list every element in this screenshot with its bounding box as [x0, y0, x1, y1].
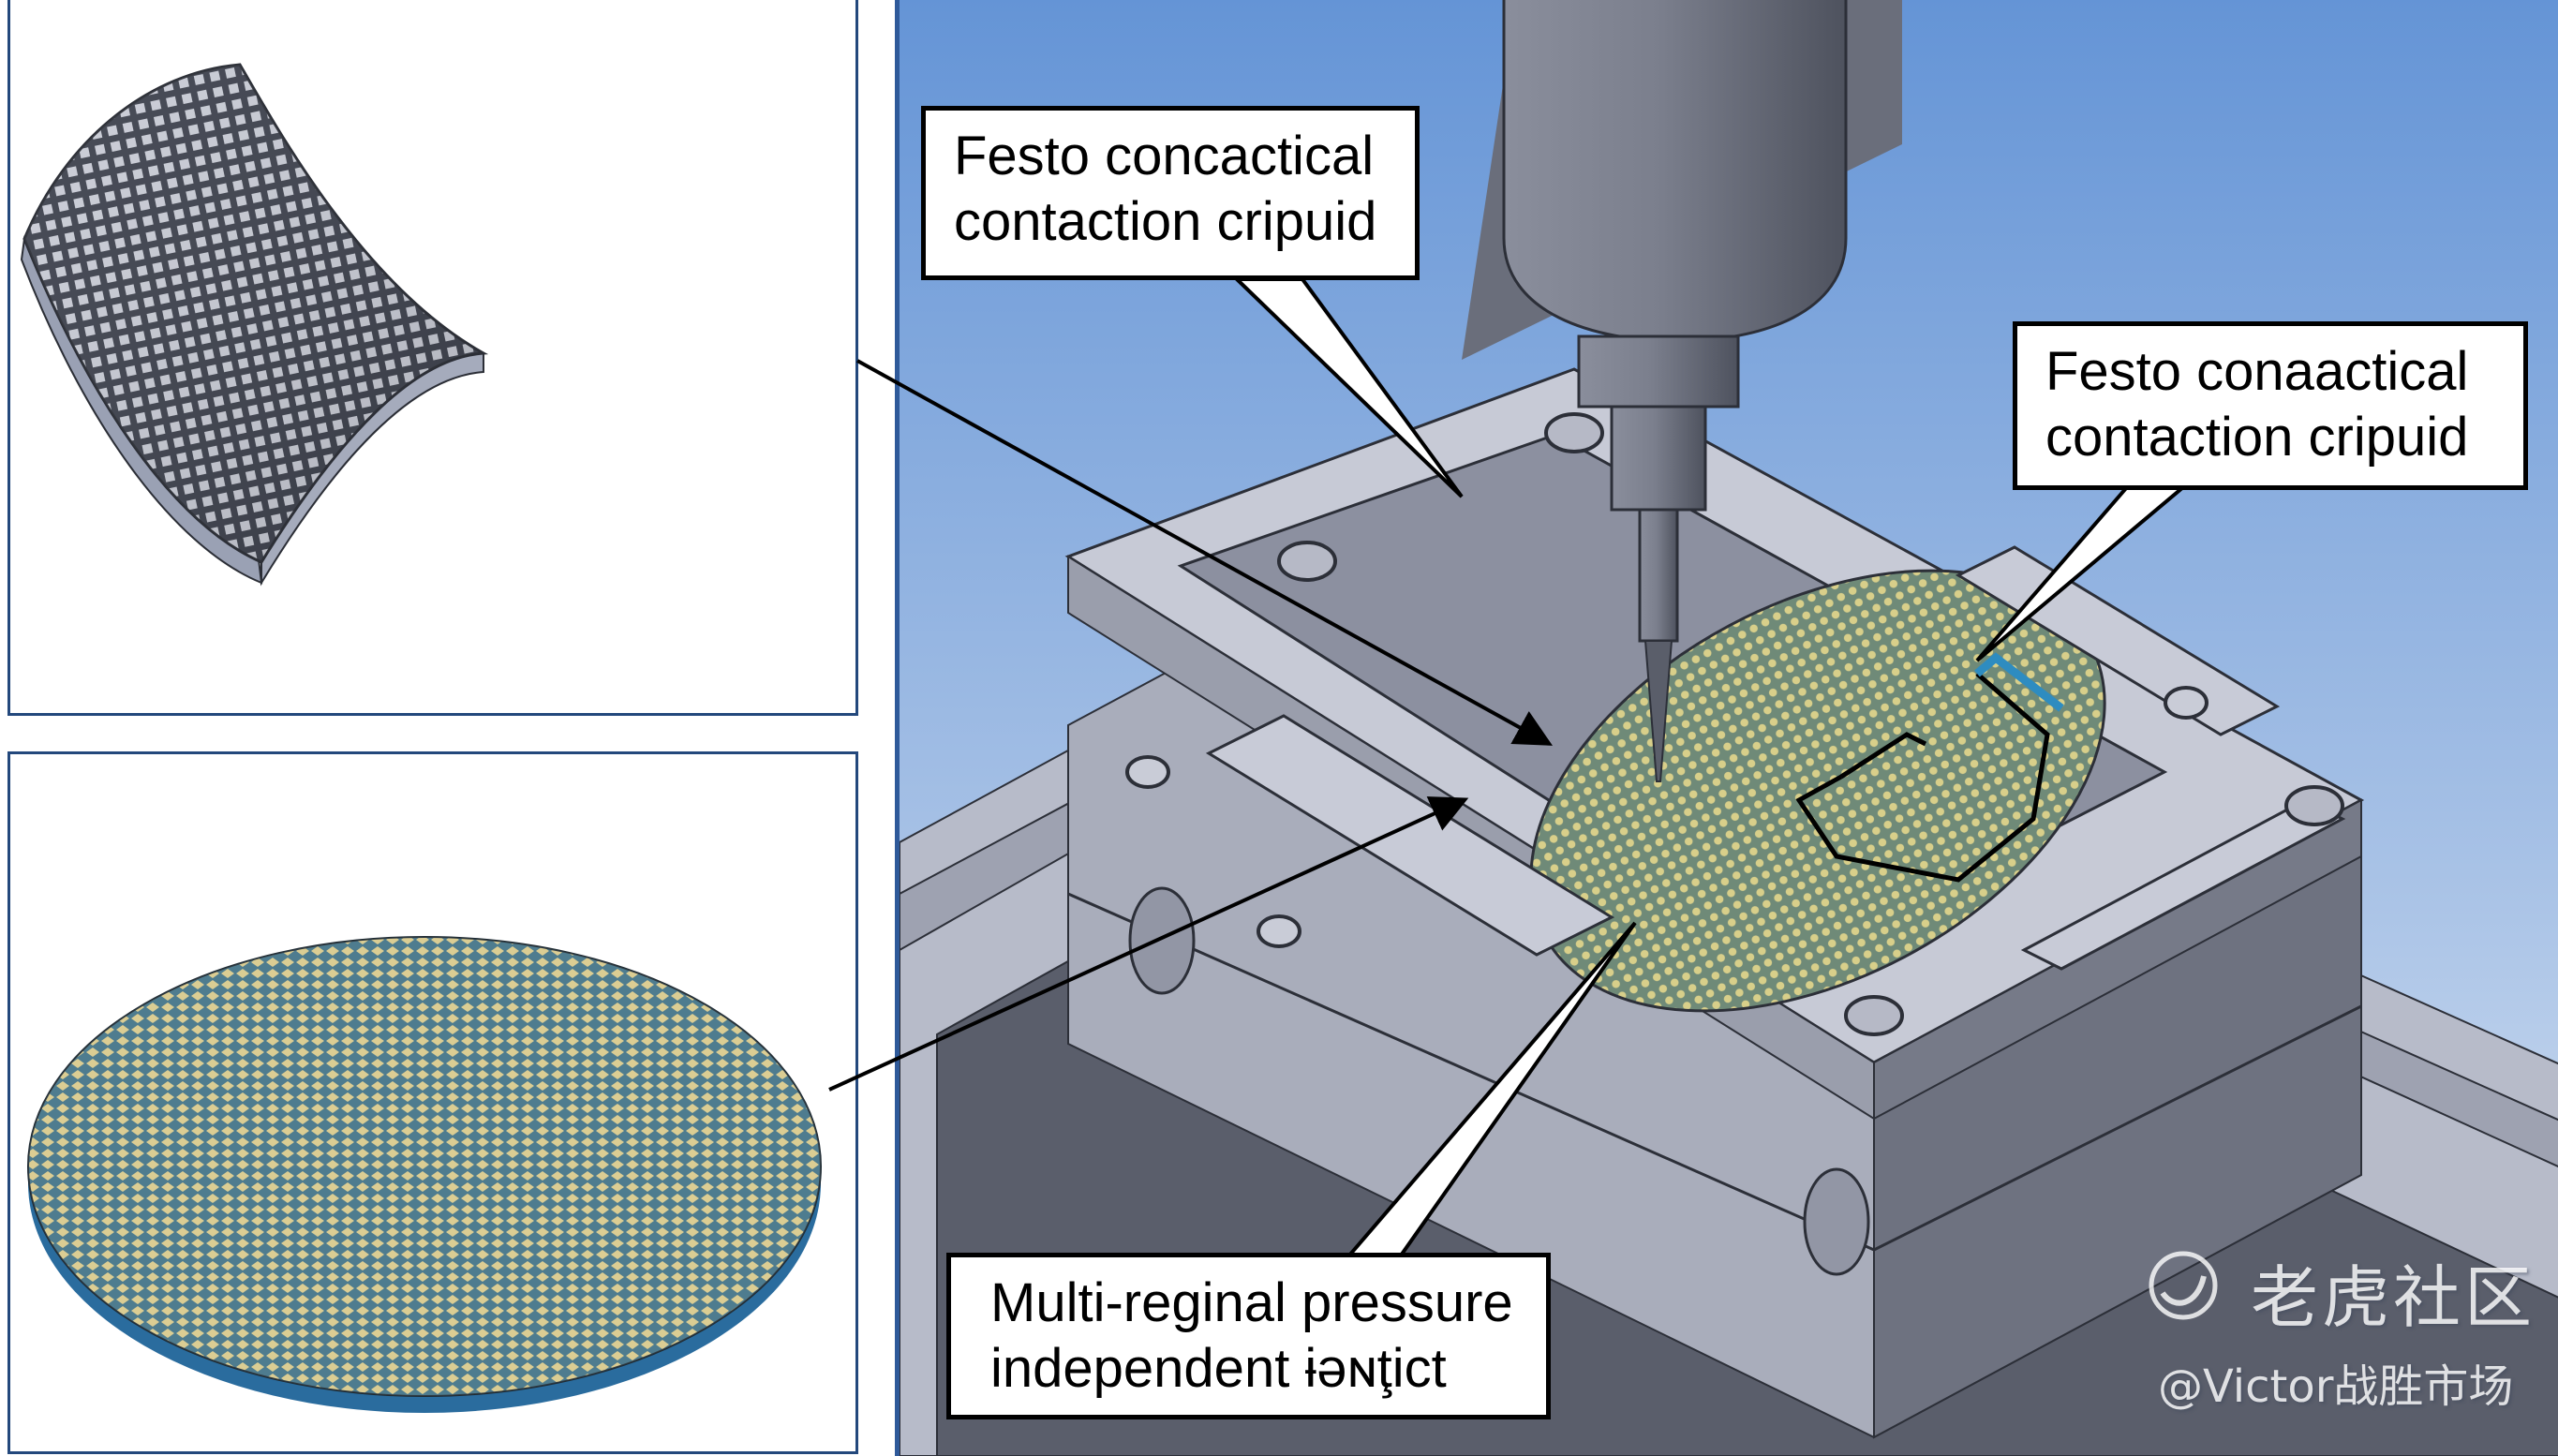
bolt-head — [1844, 995, 1904, 1036]
flat-wafer-panel — [7, 751, 858, 1454]
bolt-head — [1125, 755, 1170, 789]
bolt-head — [1277, 541, 1337, 582]
wafer-sheen — [28, 937, 821, 1396]
bolt-head — [2164, 686, 2209, 720]
callout-line: Festo concactical — [954, 126, 1375, 186]
curved-mesh-sheet-illustration — [20, 63, 489, 587]
side-port-hole-left — [1128, 886, 1196, 995]
sheet-shading — [24, 65, 483, 562]
tiger-logo-icon — [2149, 1251, 2218, 1320]
probe-shaft — [1638, 508, 1679, 643]
callout-line: contaction cripuid — [954, 191, 1377, 252]
spindle-collar — [1577, 334, 1740, 409]
callout-line: Festo conaactical — [2045, 341, 2469, 402]
bolt-head — [1257, 914, 1301, 948]
wafer-top-surface — [27, 936, 822, 1397]
clamp-bar-front-right — [2020, 798, 2346, 971]
curved-sheet-panel — [7, 0, 858, 716]
spindle-body — [1502, 0, 1848, 343]
probe-tip — [1643, 640, 1673, 782]
callout-line: contaction cripuid — [2045, 407, 2469, 468]
callout-top-left: Festo concactical contaction cripuid — [921, 106, 1420, 280]
side-port-hole-right — [1803, 1167, 1870, 1276]
watermark-handle: @Victor战胜市场 — [2158, 1360, 2514, 1413]
callout-line: independent ɨəɴţict — [990, 1338, 1447, 1399]
fixture-seam-line-2 — [1873, 1004, 2362, 1252]
bolt-head — [2284, 785, 2344, 826]
callout-top-right: Festo conaactical contaction cripuid — [2013, 321, 2528, 490]
probe-spindle — [1462, 0, 1902, 782]
spindle-neck — [1610, 405, 1707, 512]
callout-line: Multi-reginal pressure — [990, 1272, 1513, 1333]
flat-wafer-illustration — [27, 936, 822, 1413]
watermark-brand: 老虎社区 — [2251, 1258, 2536, 1337]
bolt-head — [1544, 412, 1604, 453]
pressure-region-outline — [1795, 672, 2050, 883]
callout-bottom: Multi-reginal pressure independent ɨəɴţi… — [946, 1253, 1551, 1419]
